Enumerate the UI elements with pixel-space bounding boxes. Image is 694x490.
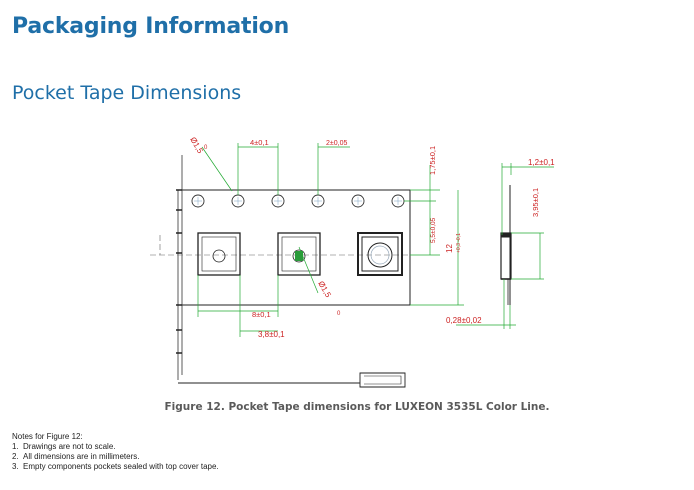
dim-thickness-total: 1,2±0,1	[528, 158, 555, 167]
figure-caption: Figure 12. Pocket Tape dimensions for LU…	[164, 401, 550, 413]
page-title: Packaging Information	[12, 14, 290, 39]
side-view	[500, 185, 512, 305]
pocket	[277, 232, 321, 276]
dim-tape-width-tol: +0,3 -0,1	[456, 233, 462, 253]
dim-hole-diameter-tol: 0	[204, 145, 208, 151]
dim-hole-edge-offset: 1,75±0,1	[428, 146, 437, 175]
dim-pocket-pitch: 8±0,1	[252, 310, 271, 319]
dim-hole-pitch: 4±0,1	[250, 138, 269, 147]
pockets	[197, 232, 403, 276]
dim-pocket-hole-diameter: Ø1,5	[316, 280, 333, 300]
notes-title: Notes for Figure 12:	[12, 432, 83, 441]
pocket-filled	[357, 232, 403, 276]
sprocket-hole	[351, 194, 365, 208]
dim-pocket-depth: 3,95±0,1	[531, 188, 540, 217]
dim-pocket-size: 3,8±0,1	[258, 330, 285, 339]
sprocket-holes	[191, 194, 405, 208]
pocket	[197, 232, 241, 276]
note-item: 3.Empty components pockets sealed with t…	[12, 462, 219, 471]
dim-hole-diameter: Ø1,5	[188, 136, 205, 156]
pocket-tape-drawing: Ø1,5 0 4±0,1 2±0,05 1,75±0,1 5,5±0,05 12…	[140, 125, 570, 390]
dim-tape-width: 12	[445, 244, 454, 253]
note-item: 2.All dimensions are in millimeters.	[12, 452, 140, 461]
sprocket-hole	[191, 194, 205, 208]
dim-hole-to-pocket-center: 5,5±0,05	[430, 217, 437, 243]
section-title: Pocket Tape Dimensions	[12, 82, 242, 104]
technical-drawing-svg: Ø1,5 0 4±0,1 2±0,05 1,75±0,1 5,5±0,05 12…	[150, 136, 555, 388]
dimension-lines	[197, 143, 554, 337]
dim-tape-thickness: 0,28±0,02	[446, 316, 482, 325]
dim-hole-to-pocket: 2±0,05	[326, 140, 347, 147]
tape-outline	[177, 155, 411, 388]
dim-pocket-hole-tol: 0	[337, 311, 341, 317]
left-edge-ticks	[176, 189, 182, 354]
figure-notes: Notes for Figure 12: 1.Drawings are not …	[12, 432, 219, 472]
center-lines	[150, 235, 408, 256]
note-item: 1.Drawings are not to scale.	[12, 442, 116, 451]
